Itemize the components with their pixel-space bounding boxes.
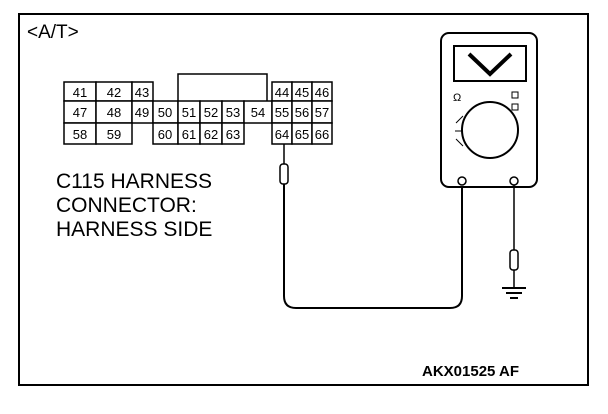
pin-label-54: 54	[251, 105, 265, 120]
pin-label-56: 56	[295, 105, 309, 120]
pin-label-41: 41	[73, 85, 87, 100]
range-dial	[461, 101, 519, 159]
pin-label-51: 51	[182, 105, 196, 120]
caption-line-2: CONNECTOR:	[56, 194, 197, 217]
pin-label-44: 44	[275, 85, 289, 100]
pin-label-64: 64	[275, 127, 289, 142]
pin-label-50: 50	[158, 105, 172, 120]
pin-cell-63	[221, 122, 245, 145]
section-label: <A/T>	[27, 22, 79, 43]
dial-tick-1	[455, 115, 464, 124]
connector-lock-tab	[177, 73, 268, 105]
pin-label-52: 52	[204, 105, 218, 120]
c115-connector: 41 42 43 44 45 46 47 48 49 50 51 52 53 5…	[63, 73, 333, 145]
caption-line-1: C115 HARNESS	[56, 170, 212, 193]
multimeter: V Ω	[440, 32, 538, 188]
caption-line-3: HARNESS SIDE	[56, 218, 212, 241]
mode-marker-bottom	[511, 103, 519, 111]
pin-label-65: 65	[295, 127, 309, 142]
volt-symbol-icon	[467, 52, 513, 77]
reference-code: AKX01525 AF	[422, 363, 519, 380]
pin-cell-59	[95, 122, 133, 145]
pin-label-49: 49	[135, 105, 149, 120]
pin-label-43: 43	[135, 85, 149, 100]
pin-label-55: 55	[275, 105, 289, 120]
test-lead-wire	[283, 182, 463, 309]
pin-label-63: 63	[226, 127, 240, 142]
mode-glyph: Ω	[453, 92, 461, 104]
pin-label-42: 42	[107, 85, 121, 100]
pin-label-61: 61	[182, 127, 196, 142]
meter-display-symbol: V	[490, 59, 491, 61]
pin-cell-66	[311, 122, 333, 145]
probe-body	[279, 163, 289, 185]
com-jack	[457, 176, 467, 186]
pin-label-47: 47	[73, 105, 87, 120]
mode-marker-top	[511, 91, 519, 99]
pin-label-66: 66	[315, 127, 329, 142]
pin-label-60: 60	[158, 127, 172, 142]
pin-label-59: 59	[107, 127, 121, 142]
pin-label-46: 46	[315, 85, 329, 100]
diagram-frame	[18, 13, 589, 386]
pin-label-53: 53	[226, 105, 240, 120]
v-jack	[509, 176, 519, 186]
pin-label-62: 62	[204, 127, 218, 142]
pin-label-48: 48	[107, 105, 121, 120]
pin-label-45: 45	[295, 85, 309, 100]
pin-label-57: 57	[315, 105, 329, 120]
dial-tick-3	[455, 138, 464, 147]
pin-label-58: 58	[73, 127, 87, 142]
ground-probe-body	[509, 249, 519, 271]
test-probe-pin-64	[279, 144, 463, 309]
ground-lead	[502, 185, 526, 299]
